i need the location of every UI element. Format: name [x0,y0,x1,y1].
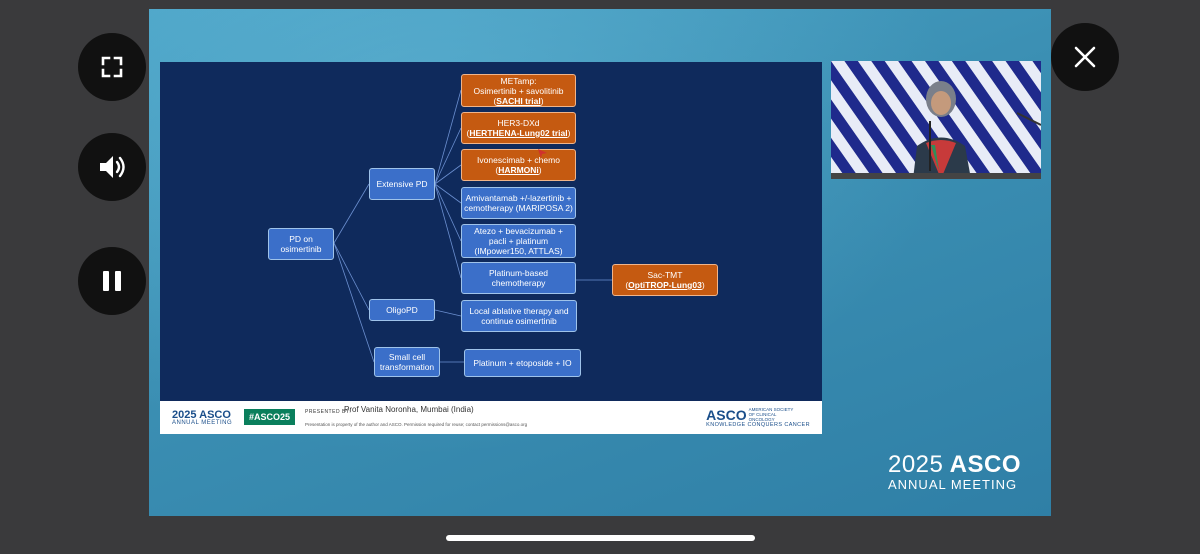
node-local-ablative: Local ablative therapy and continue osim… [461,300,577,332]
speaker-video-image [831,61,1041,179]
node-line: Platinum-based [488,268,549,278]
home-indicator[interactable] [446,535,755,541]
society-tagline: KNOWLEDGE CONQUERS CANCER [706,422,810,428]
node-line: METamp: [500,75,537,86]
flowchart-connectors [333,89,612,363]
presentation-slide: PD on osimertinib Extensive PD OligoPD S… [160,62,822,434]
volume-button[interactable] [78,133,146,201]
cursor-icon [538,149,547,158]
speaker-icon [100,156,125,178]
fullscreen-icon [101,56,123,78]
footer-year: 2025 [172,409,197,421]
pause-button[interactable] [78,247,146,315]
node-line: OligoPD [386,305,418,315]
node-line: Small cell [388,352,426,362]
trial-link-harmoni: HARMONi [498,165,539,175]
node-line: cemotherapy (MARIPOSA 2) [464,203,573,213]
node-line: continue osimertinib [481,316,557,326]
society-name: AMERICAN SOCIETY OF CLINICAL ONCOLOGY [748,407,794,422]
node-line: Atezo + bevacizumab + [474,226,563,236]
node-line: osimertinib [280,244,322,254]
node-line: PD on [289,234,313,244]
footer-meeting: ANNUAL MEETING [172,420,233,426]
speaker-video[interactable] [831,61,1041,179]
node-line: transformation [379,362,435,372]
trial-link-sachi: SACHI trial [496,95,541,106]
node-etoposide: Platinum + etoposide + IO [464,349,581,377]
logo-brand: ASCO [949,451,1021,478]
logo-year: 2025 [887,451,944,478]
logo-sub: ANNUAL MEETING [887,477,1018,492]
node-platinum-chemo: Platinum-based chemotherapy [461,262,576,294]
node-line: chemotherapy [491,278,546,288]
trial-link-herthena: HERTHENA-Lung02 trial [469,128,568,138]
node-line: (IMpower150, ATTLAS) [474,246,563,256]
node-pd-osimertinib: PD on osimertinib [268,228,334,260]
node-line: Amivantamab +/-lazertinib + [465,193,572,203]
copyright-note: Presentation is property of the author a… [305,422,528,427]
node-atezo: Atezo + bevacizumab + pacli + platinum (… [461,224,576,258]
node-extensive-pd: Extensive PD [369,168,435,200]
pause-icon [103,271,121,291]
footer-brand: ASCO [199,409,231,421]
society-brand: ASCO [706,407,747,423]
node-small-cell: Small cell transformation [374,347,440,377]
node-line: Sac-TMT [647,270,683,280]
hashtag-badge: #ASCO25 [244,409,296,425]
node-line: Osimertinib + savolitinib [473,85,564,96]
node-line: pacli + platinum [488,236,549,246]
fullscreen-button[interactable] [78,33,146,101]
footer-asco-logo: 2025 ASCO ANNUAL MEETING [172,409,232,426]
node-her3-dxd: HER3-DXd (HERTHENA-Lung02 trial) [461,112,576,144]
node-amivantamab: Amivantamab +/-lazertinib + cemotherapy … [461,187,576,219]
node-line: Ivonescimab + chemo [477,155,560,165]
node-line: HER3-DXd [497,118,540,128]
node-sac-tmt: Sac-TMT (OptiTROP-Lung03) [612,264,718,296]
close-icon [1074,46,1096,68]
presented-by-label: PRESENTED BY: [305,409,352,415]
node-ivonescimab: Ivonescimab + chemo (HARMONi) [461,149,576,181]
node-oligopd: OligoPD [369,299,435,321]
node-line: Platinum + etoposide + IO [473,358,572,368]
trial-link-optitrop: OptiTROP-Lung03 [628,280,702,290]
node-metamp: METamp: Osimertinib + savolitinib (SACHI… [461,74,576,107]
close-button[interactable] [1051,23,1119,91]
node-line: Local ablative therapy and [469,306,569,316]
node-line: Extensive PD [376,179,428,189]
slide-footer: 2025 ASCO ANNUAL MEETING #ASCO25 PRESENT… [160,401,822,434]
presenter-name: Prof Vanita Noronha, Mumbai (India) [344,405,474,414]
asco-stage-logo: 2025 ASCO ANNUAL MEETING [888,451,1021,492]
